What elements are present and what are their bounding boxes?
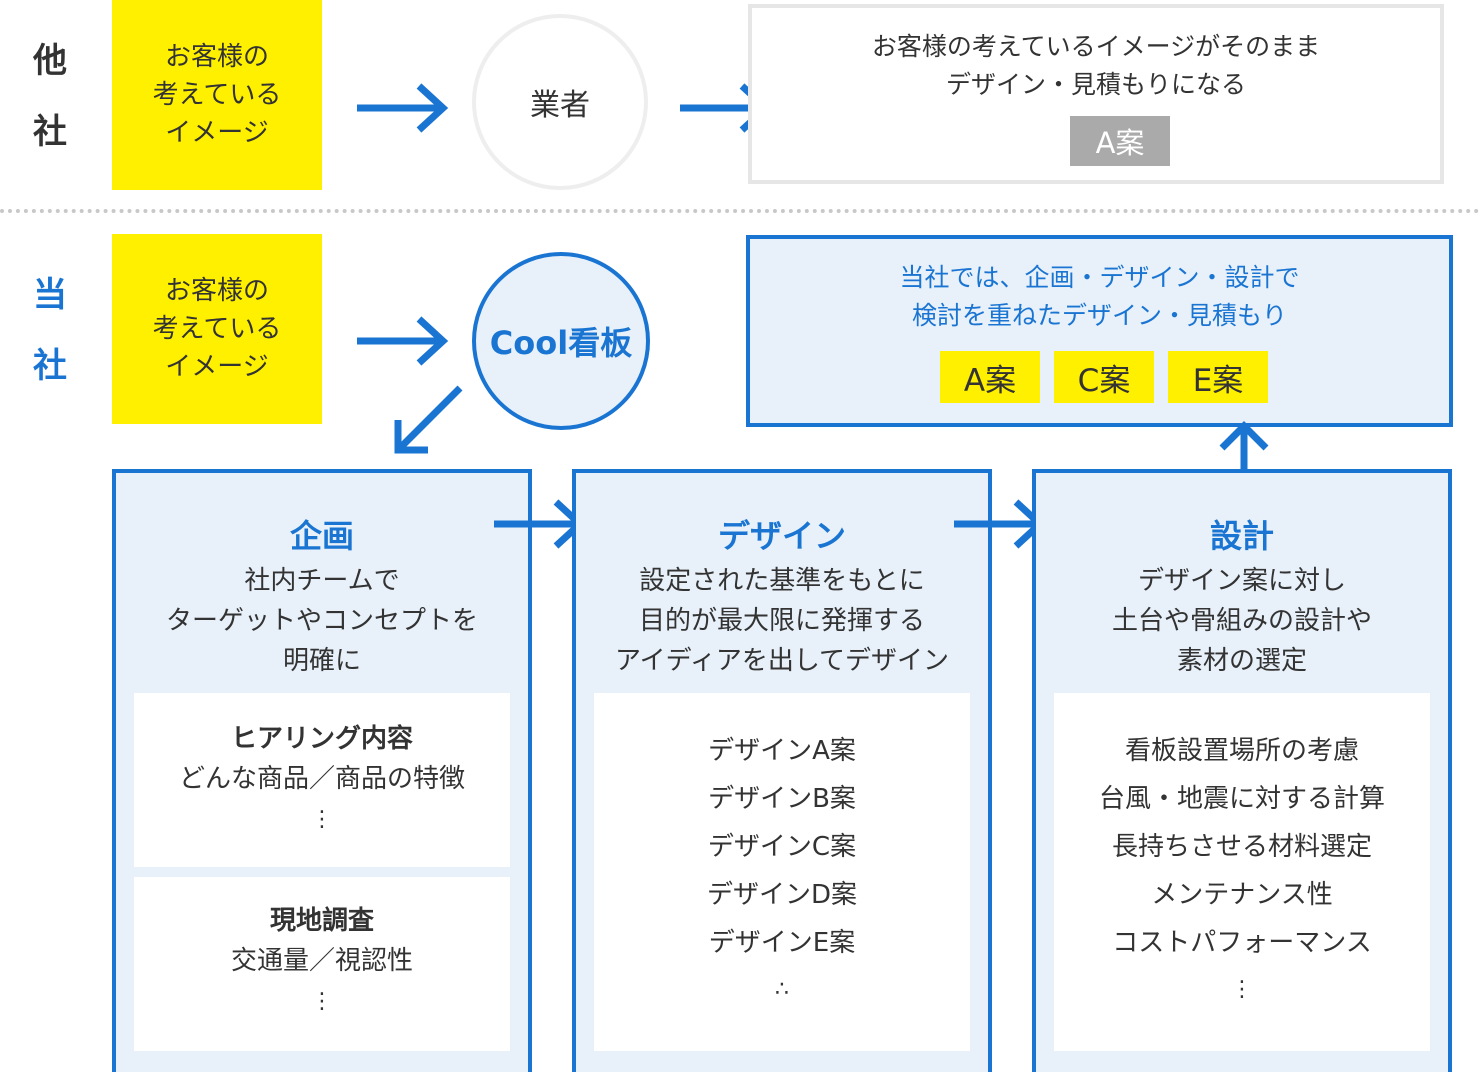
our-customer-image-line: お客様の <box>164 276 269 306</box>
other-customer-image-line: 考えている <box>152 80 282 110</box>
design-panel: デザイン 設定された基準をもとに 目的が最大限に発揮する アイディアを出してデザ… <box>572 469 992 1072</box>
brand-label: Cool看板 <box>489 324 633 362</box>
engineering-item: コストパフォーマンス <box>1112 928 1372 958</box>
design-options-box: デザインA案 デザインB案 デザインC案 デザインD案 デザインE案 ∴ <box>594 693 970 1051</box>
planning-desc-line: 社内チームで <box>244 566 400 596</box>
engineering-desc-line: 素材の選定 <box>1176 646 1307 676</box>
site-survey-box: 現地調査 交通量／視認性 ⋮ <box>134 877 510 1051</box>
vendor-circle: 業者 <box>472 14 648 190</box>
other-customer-image-line: イメージ <box>165 118 269 148</box>
our-result-tag-e: E案 <box>1168 351 1268 403</box>
our-company-label-1: 当 <box>33 275 67 315</box>
planning-description: 社内チームで ターゲットやコンセプトを 明確に <box>116 561 528 681</box>
brand-circle: Cool看板 <box>472 252 650 430</box>
other-result-line: デザイン・見積もりになる <box>945 70 1246 99</box>
design-title: デザイン <box>717 517 846 555</box>
engineering-item: メンテナンス性 <box>1151 880 1333 910</box>
our-company-label-2: 社 <box>33 346 67 386</box>
design-option: デザインA案 <box>708 736 856 766</box>
hearing-box: ヒアリング内容 どんな商品／商品の特徴 ⋮ <box>134 693 510 867</box>
our-result-tag-a: A案 <box>940 351 1040 403</box>
planning-desc-line: ターゲットやコンセプトを <box>165 606 478 636</box>
vendor-label: 業者 <box>530 88 590 123</box>
other-result-box: お客様の考えているイメージがそのまま デザイン・見積もりになる A案 <box>748 4 1444 184</box>
ellipsis-icon: ∴ <box>775 977 789 1002</box>
other-customer-image-line: お客様の <box>164 42 269 72</box>
design-desc-line: アイディアを出してデザイン <box>614 646 950 676</box>
our-customer-image-line: 考えている <box>152 314 282 344</box>
our-result-tag-c: C案 <box>1054 351 1154 403</box>
vertical-ellipsis-icon: ⋮ <box>1231 977 1253 1002</box>
engineering-desc-line: 土台や骨組みの設計や <box>1111 606 1372 636</box>
engineering-item: 看板設置場所の考慮 <box>1124 736 1359 766</box>
site-survey-heading: 現地調査 <box>269 906 374 936</box>
our-customer-image-box: お客様の 考えている イメージ <box>112 234 322 424</box>
design-description: 設定された基準をもとに 目的が最大限に発揮する アイディアを出してデザイン <box>576 561 988 681</box>
design-desc-line: 目的が最大限に発揮する <box>638 606 925 636</box>
vertical-ellipsis-icon: ⋮ <box>311 989 333 1014</box>
engineering-desc-line: デザイン案に対し <box>1137 566 1346 596</box>
design-option: デザインC案 <box>707 832 857 862</box>
right-arrow-icon <box>357 83 449 133</box>
design-option: デザインD案 <box>706 880 858 910</box>
other-company-label-2: 社 <box>33 112 67 152</box>
other-result-line: お客様の考えているイメージがそのまま <box>871 32 1321 61</box>
design-option: デザインE案 <box>708 928 856 958</box>
planning-title: 企画 <box>289 517 354 555</box>
our-result-box: 当社では、企画・デザイン・設計で 検討を重ねたデザイン・見積もり A案 C案 E… <box>746 235 1453 427</box>
down-left-arrow-icon <box>394 385 463 454</box>
other-result-tag: A案 <box>1070 116 1170 166</box>
right-arrow-icon <box>357 316 449 366</box>
design-desc-line: 設定された基準をもとに <box>639 566 925 596</box>
engineering-title: 設計 <box>1209 517 1274 555</box>
our-customer-image-line: イメージ <box>165 352 269 382</box>
section-divider <box>0 209 1480 213</box>
our-result-line: 検討を重ねたデザイン・見積もり <box>911 301 1287 330</box>
engineering-item: 台風・地震に対する計算 <box>1098 784 1385 814</box>
engineering-panel: 設計 デザイン案に対し 土台や骨組みの設計や 素材の選定 看板設置場所の考慮 台… <box>1032 469 1452 1072</box>
other-customer-image-box: お客様の 考えている イメージ <box>112 0 322 190</box>
design-option: デザインB案 <box>708 784 856 814</box>
hearing-heading: ヒアリング内容 <box>230 724 413 754</box>
our-result-line: 当社では、企画・デザイン・設計で <box>899 263 1300 292</box>
site-survey-line: 交通量／視認性 <box>230 946 413 976</box>
other-company-label-1: 他 <box>33 41 67 81</box>
engineering-item: 長持ちさせる材料選定 <box>1111 832 1372 862</box>
planning-panel: 企画 社内チームで ターゲットやコンセプトを 明確に ヒアリング内容 どんな商品… <box>112 469 532 1072</box>
hearing-line: どんな商品／商品の特徴 <box>178 764 465 794</box>
planning-desc-line: 明確に <box>282 646 361 676</box>
engineering-description: デザイン案に対し 土台や骨組みの設計や 素材の選定 <box>1036 561 1448 681</box>
engineering-items-box: 看板設置場所の考慮 台風・地震に対する計算 長持ちさせる材料選定 メンテナンス性… <box>1054 693 1430 1051</box>
vertical-ellipsis-icon: ⋮ <box>311 807 333 832</box>
